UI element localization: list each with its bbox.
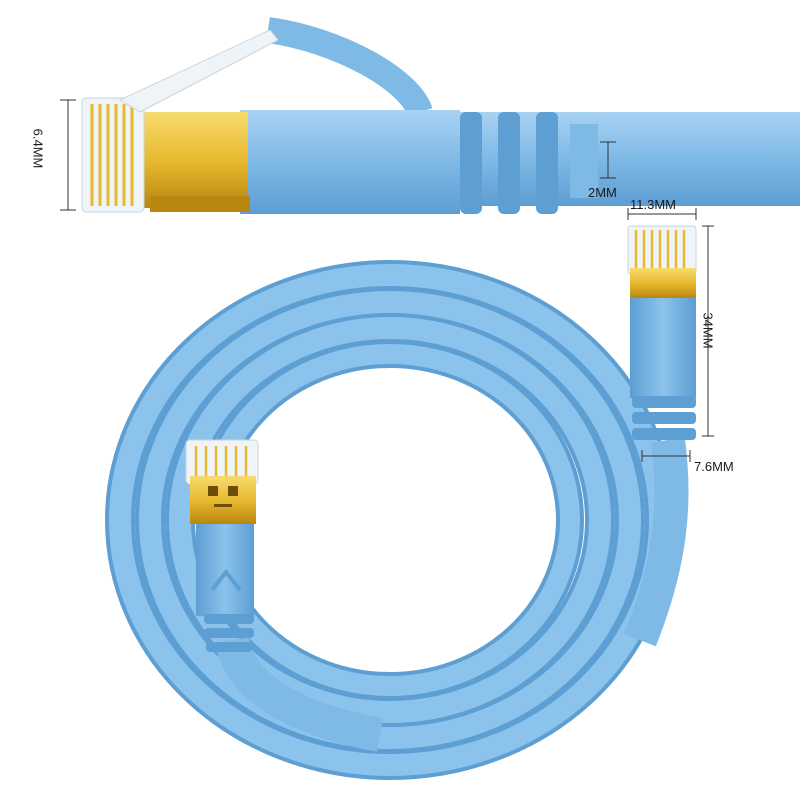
dimension-lines [60, 99, 714, 462]
cable-coil [105, 260, 675, 780]
dimension-label-plug-width: 11.3MM [630, 197, 676, 212]
left-plug [185, 439, 259, 652]
cable-tail-left [215, 636, 384, 752]
top-plug [81, 17, 800, 214]
dimension-label-plug-length: 34MM [700, 312, 716, 349]
right-plug [627, 225, 697, 440]
dimension-label-cable-thickness: 2MM [588, 185, 617, 200]
dimension-label-cable-width: 7.6MM [694, 459, 734, 474]
cable-tail-right [624, 437, 689, 647]
dimension-label-plug-height: 6.4MM [30, 128, 46, 169]
